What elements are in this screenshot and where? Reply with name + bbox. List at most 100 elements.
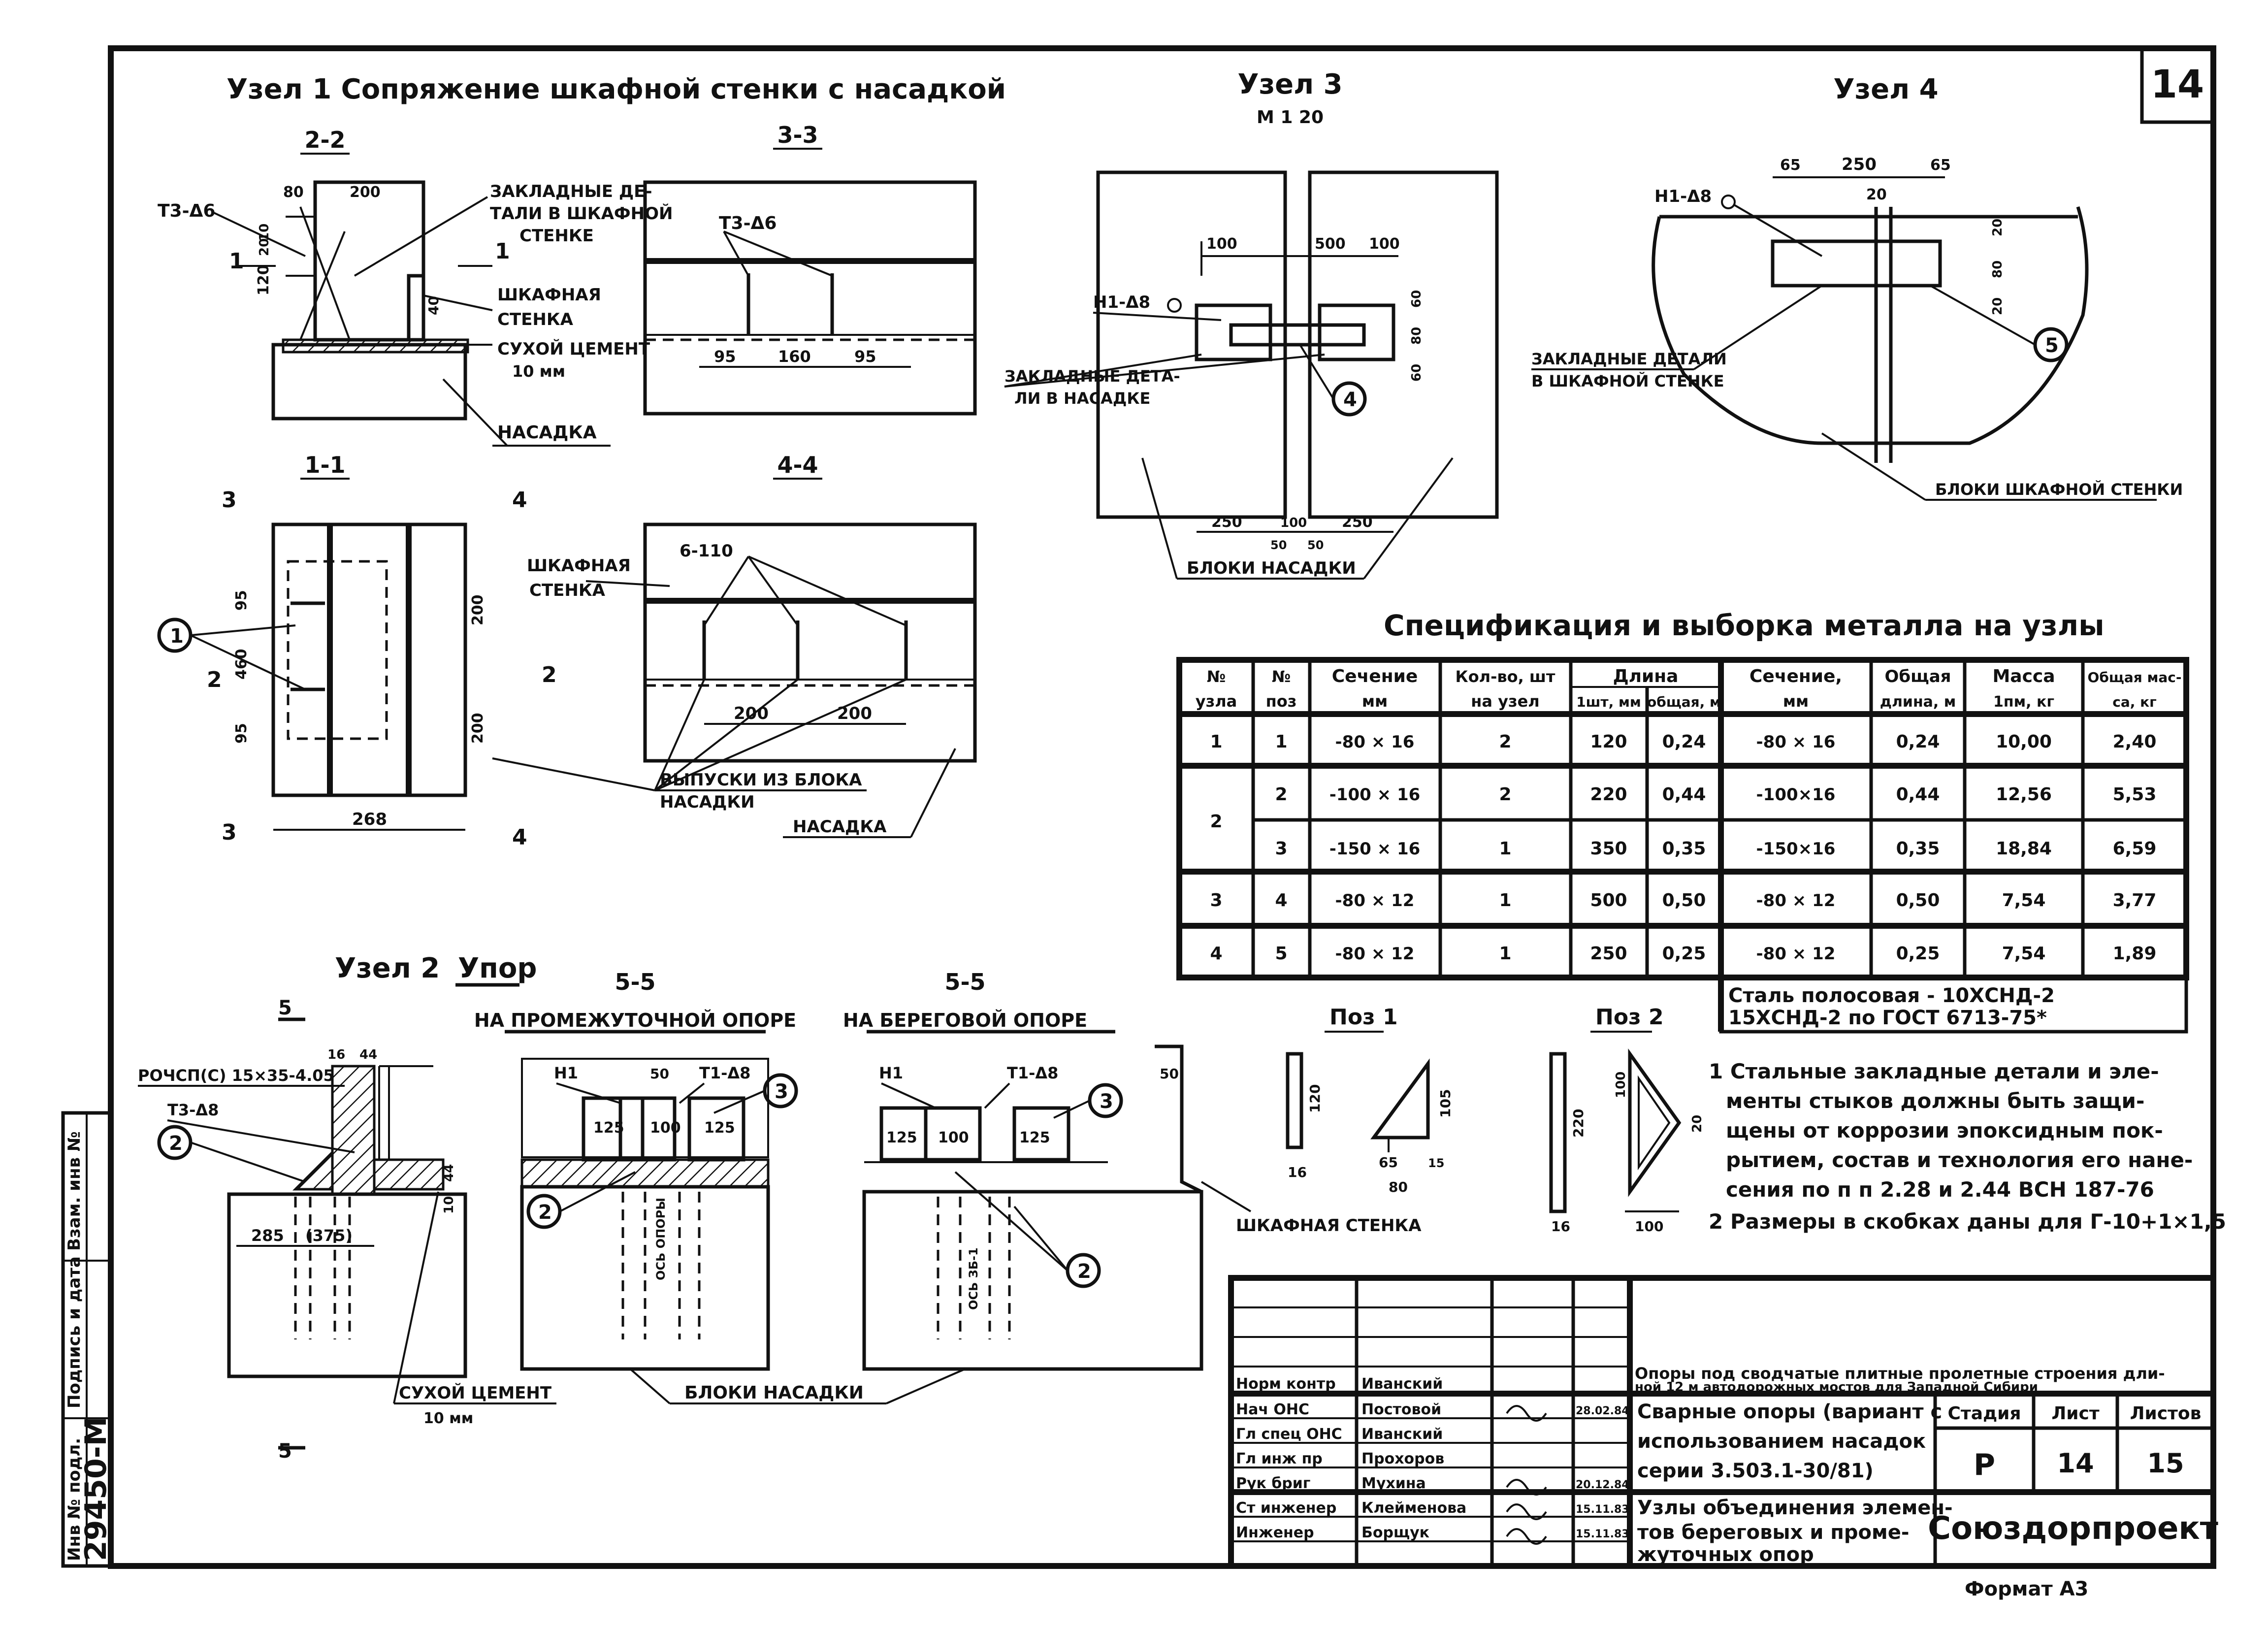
svg-text:0,50: 0,50 <box>1896 890 1940 911</box>
spec-row: 4 5 -80 × 12 1 250 0,25 -80 × 12 0,25 7,… <box>1210 944 2156 964</box>
svg-text:2: 2 <box>169 1132 183 1155</box>
section-5-5-a: 5-5 <box>615 969 655 995</box>
svg-text:-80 × 12: -80 × 12 <box>1335 944 1415 964</box>
svg-text:ШКАФНАЯ: ШКАФНАЯ <box>497 285 601 305</box>
svg-text:1: 1 <box>1499 839 1511 859</box>
svg-text:50: 50 <box>1270 538 1287 552</box>
svg-text:тов береговых и проме-: тов береговых и проме- <box>1637 1521 1909 1544</box>
svg-text:СТЕНКЕ: СТЕНКЕ <box>519 226 594 246</box>
svg-text:1: 1 <box>170 625 184 648</box>
svg-text:65: 65 <box>1379 1154 1398 1171</box>
svg-text:15.11.83: 15.11.83 <box>1576 1528 1629 1540</box>
svg-text:285: 285 <box>251 1226 284 1245</box>
cut-1-left: 1 <box>229 249 244 274</box>
svg-text:20: 20 <box>1990 297 2005 315</box>
svg-text:220: 220 <box>1570 1109 1587 1138</box>
svg-text:15: 15 <box>2147 1448 2184 1479</box>
node4-outline <box>1652 206 2089 445</box>
svg-text:СТЕНКА: СТЕНКА <box>497 310 574 329</box>
svg-text:3: 3 <box>222 820 237 845</box>
svg-text:65: 65 <box>1930 157 1951 174</box>
signature-row: Гл спец ОНС Иванский <box>1236 1426 1443 1443</box>
sheet-number: 14 <box>2151 63 2204 107</box>
svg-text:60: 60 <box>1409 364 1424 382</box>
lbl-zakladnye: ЗАКЛАДНЫЕ ДЕ- <box>490 182 652 201</box>
weld-t3-d6: Т3-Δ6 <box>158 201 215 221</box>
svg-text:80: 80 <box>283 184 304 201</box>
svg-text:общая, м: общая, м <box>1647 694 1721 710</box>
svg-text:Иванский: Иванский <box>1361 1375 1443 1393</box>
svg-text:Общая: Общая <box>1884 667 1951 686</box>
svg-text:СУХОЙ ЦЕМЕНТ: СУХОЙ ЦЕМЕНТ <box>399 1383 552 1403</box>
svg-text:10 мм: 10 мм <box>423 1410 473 1427</box>
svg-text:БЛОКИ НАСАДКИ: БЛОКИ НАСАДКИ <box>1187 558 1356 578</box>
svg-text:Листов: Листов <box>2130 1403 2202 1424</box>
svg-text:ШКАФНАЯ: ШКАФНАЯ <box>527 556 631 576</box>
section-5-5-b: 5-5 <box>944 969 985 995</box>
svg-text:16: 16 <box>327 1047 345 1062</box>
svg-text:№: № <box>1272 667 1291 686</box>
svg-text:БЛОКИ ШКАФНОЙ СТЕНКИ: БЛОКИ ШКАФНОЙ СТЕНКИ <box>1935 480 2183 499</box>
svg-text:160: 160 <box>778 347 811 366</box>
svg-text:Постовой: Постовой <box>1361 1401 1441 1418</box>
svg-text:250: 250 <box>1342 514 1373 531</box>
svg-text:2 Размеры в скобках даны для Г: 2 Размеры в скобках даны для Г-10+1×1,5 <box>1709 1209 2226 1234</box>
svg-text:ОСЬ ЗБ-1: ОСЬ ЗБ-1 <box>967 1247 980 1310</box>
svg-text:Кол-во, шт: Кол-во, шт <box>1456 667 1555 686</box>
signature-row: Инженер Борщук 15.11.83 <box>1236 1524 1629 1541</box>
svg-text:-80 × 16: -80 × 16 <box>1756 732 1836 752</box>
svg-text:длина, м: длина, м <box>1880 693 1956 711</box>
svg-text:7,54: 7,54 <box>2002 890 2046 911</box>
svg-text:1: 1 <box>1499 944 1511 964</box>
svg-text:СУХОЙ ЦЕМЕНТ: СУХОЙ ЦЕМЕНТ <box>497 339 650 359</box>
signature-row: Ст инженер Клейменова 15.11.83 <box>1236 1499 1629 1517</box>
svg-text:3: 3 <box>1100 1090 1113 1113</box>
spec-row: 1 1 -80 × 16 2 120 0,24 -80 × 16 0,24 10… <box>1210 732 2156 752</box>
node4-title: Узел 4 <box>1833 73 1938 105</box>
svg-text:3,77: 3,77 <box>2113 890 2157 911</box>
upor-nasadka <box>227 1192 467 1378</box>
svg-text:250: 250 <box>1842 155 1877 174</box>
node-1: Узел 1 Сопряжение шкафной стенки с насад… <box>157 73 1006 850</box>
svg-text:120: 120 <box>1307 1084 1323 1113</box>
svg-text:20.12.84: 20.12.84 <box>1576 1479 1629 1491</box>
svg-text:1: 1 <box>1210 732 1222 752</box>
svg-text:100: 100 <box>1614 1072 1628 1098</box>
signature-mark <box>1506 1503 1547 1520</box>
svg-text:Н1-Δ8: Н1-Δ8 <box>1654 187 1712 206</box>
signature-row: Нач ОНС Постовой 28.02.84 <box>1236 1401 1629 1418</box>
signature-row: Рук бриг Мухина 20.12.84 <box>1236 1475 1629 1492</box>
steel-note-2: 15ХСНД-2 по ГОСТ 6713-75* <box>1728 1007 2047 1029</box>
svg-text:Т3-Δ8: Т3-Δ8 <box>167 1101 219 1119</box>
svg-text:200: 200 <box>469 713 486 744</box>
svg-text:200: 200 <box>469 594 486 625</box>
svg-text:Длина: Длина <box>1613 666 1679 686</box>
section22-plate <box>407 274 425 342</box>
svg-text:0,35: 0,35 <box>1662 839 1706 859</box>
svg-text:Т1-Δ8: Т1-Δ8 <box>1007 1064 1058 1082</box>
svg-text:10: 10 <box>442 1196 456 1214</box>
svg-text:1: 1 <box>1275 732 1287 752</box>
svg-text:-80 × 12: -80 × 12 <box>1335 891 1415 911</box>
node4-plate-pos5 <box>1771 239 1942 288</box>
svg-text:БЛОКИ НАСАДКИ: БЛОКИ НАСАДКИ <box>684 1383 864 1403</box>
svg-text:(375): (375) <box>305 1226 353 1245</box>
svg-text:460: 460 <box>233 649 250 680</box>
svg-text:ЛИ В НАСАДКЕ: ЛИ В НАСАДКЕ <box>1014 389 1150 408</box>
svg-text:Р: Р <box>1974 1448 1995 1482</box>
node2-subtitle: Упор <box>458 952 537 984</box>
svg-text:80: 80 <box>1389 1179 1408 1195</box>
svg-text:100: 100 <box>1206 235 1237 253</box>
svg-text:-100×16: -100×16 <box>1756 785 1836 805</box>
sheet-frame <box>108 45 2216 1569</box>
svg-text:Сварные опоры (вариант с: Сварные опоры (вариант с <box>1637 1401 1942 1423</box>
svg-text:-80 × 12: -80 × 12 <box>1756 944 1836 964</box>
svg-text:-80 × 16: -80 × 16 <box>1335 732 1415 752</box>
svg-text:5: 5 <box>2045 334 2059 357</box>
node-2: Узел 2 Упор 5 5 РОЧСП(С) 15×35-4.05 Т3-Δ… <box>138 952 1422 1463</box>
svg-text:НАСАДКА: НАСАДКА <box>497 423 597 443</box>
svg-text:Борщук: Борщук <box>1361 1524 1429 1541</box>
svg-text:120: 120 <box>255 264 272 295</box>
svg-text:Т3-Δ6: Т3-Δ6 <box>719 213 777 233</box>
